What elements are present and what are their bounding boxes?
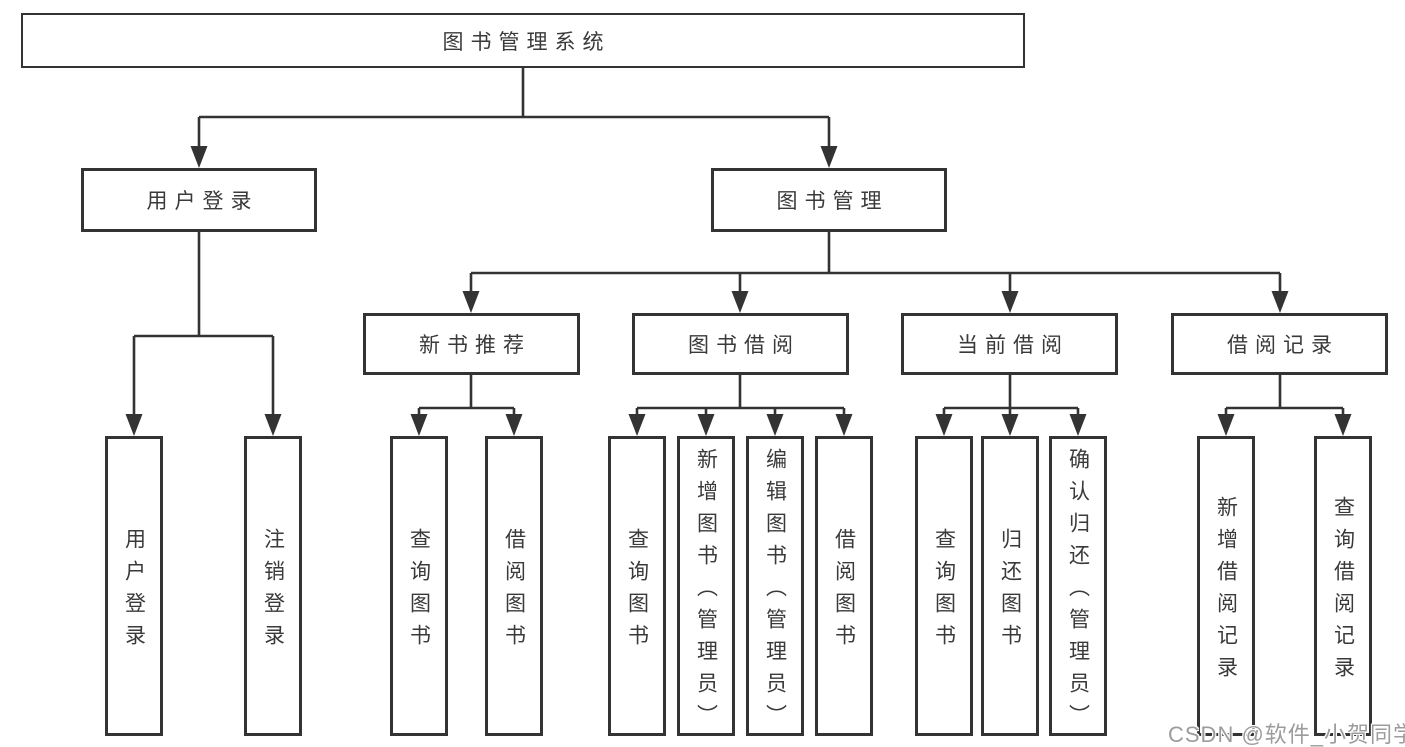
node-logout-leaf: 注销登录 (244, 436, 302, 736)
node-bb-add-books-admin: 新增图书（管理员） (677, 436, 735, 736)
node-br-add-record-label: 新增借阅记录 (1214, 495, 1238, 688)
node-cb-confirm-return-admin: 确认归还（管理员） (1049, 436, 1107, 736)
node-bb-borrow-books-label: 借阅图书 (832, 527, 856, 656)
node-borrow-records: 借阅记录 (1171, 313, 1388, 375)
node-br-add-record: 新增借阅记录 (1197, 436, 1255, 736)
node-user-login-leaf: 用户登录 (105, 436, 163, 736)
node-bb-borrow-books: 借阅图书 (815, 436, 873, 736)
node-bb-add-books-admin-label: 新增图书（管理员） (694, 447, 718, 736)
node-new-book-recommend: 新书推荐 (363, 313, 580, 375)
node-book-management-branch: 图书管理 (711, 168, 947, 232)
node-cb-return-books-label: 归还图书 (998, 527, 1022, 656)
node-book-management-branch-label: 图书管理 (776, 190, 889, 213)
node-book-borrowing: 图书借阅 (632, 313, 849, 375)
node-new-book-recommend-label: 新书推荐 (419, 334, 531, 357)
node-logout-leaf-label: 注销登录 (261, 527, 285, 656)
node-cb-confirm-return-admin-label: 确认归还（管理员） (1066, 447, 1090, 736)
node-root-system-label: 图书管理系统 (442, 30, 611, 54)
node-user-login-branch-label: 用户登录 (146, 190, 259, 213)
node-user-login-branch: 用户登录 (81, 168, 317, 232)
node-cb-query-books-label: 查询图书 (932, 527, 956, 656)
node-bb-query-books: 查询图书 (608, 436, 666, 736)
node-nb-query-books-label: 查询图书 (407, 527, 431, 656)
node-br-query-record-label: 查询借阅记录 (1331, 495, 1355, 688)
node-bb-edit-books-admin: 编辑图书（管理员） (746, 436, 804, 736)
node-br-query-record: 查询借阅记录 (1314, 436, 1372, 736)
node-nb-borrow-books: 借阅图书 (485, 436, 543, 736)
node-bb-query-books-label: 查询图书 (625, 527, 649, 656)
node-book-borrowing-label: 图书借阅 (688, 334, 800, 357)
node-current-borrowing: 当前借阅 (901, 313, 1118, 375)
node-cb-query-books: 查询图书 (915, 436, 973, 736)
node-bb-edit-books-admin-label: 编辑图书（管理员） (763, 447, 787, 736)
node-current-borrowing-label: 当前借阅 (957, 334, 1069, 357)
node-nb-query-books: 查询图书 (390, 436, 448, 736)
node-nb-borrow-books-label: 借阅图书 (502, 527, 526, 656)
node-cb-return-books: 归还图书 (981, 436, 1039, 736)
node-root-system: 图书管理系统 (21, 13, 1025, 68)
node-borrow-records-label: 借阅记录 (1227, 334, 1339, 357)
node-user-login-leaf-label: 用户登录 (122, 527, 146, 656)
arrowhead-icons (125, 146, 1352, 436)
watermark: CSDN @软件_小贺同学 (1168, 722, 1405, 747)
